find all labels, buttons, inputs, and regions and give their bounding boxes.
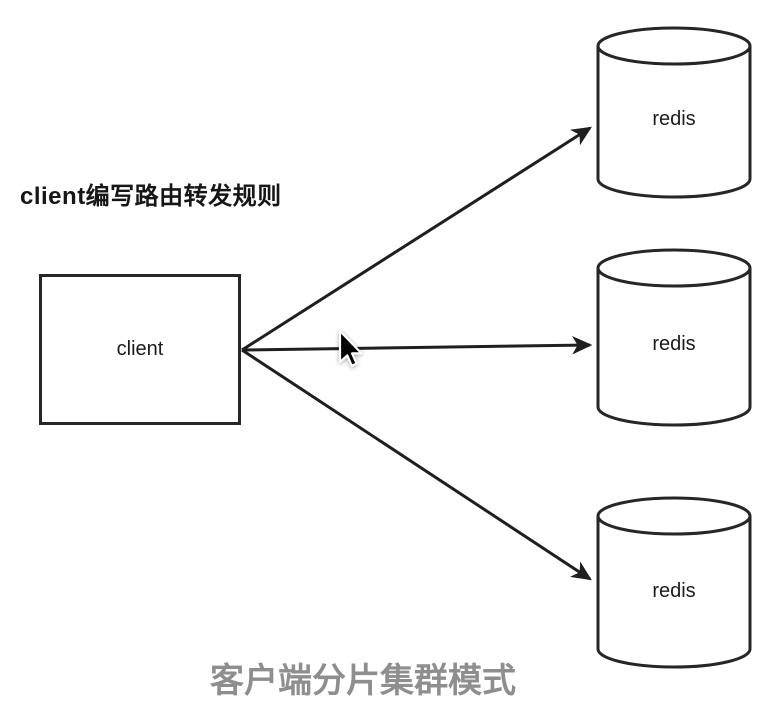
arrow-group (241, 126, 593, 581)
arrow-client-to-redis-3 (241, 348, 592, 581)
mouse-cursor-icon (338, 330, 363, 367)
redis-cylinder-2 (596, 248, 752, 427)
redis-cylinder-1 (596, 26, 752, 199)
client-label: client (116, 338, 164, 360)
client-box: client (39, 274, 241, 425)
diagram-caption: 客户端分片集群模式 (210, 662, 516, 700)
arrow-client-to-redis-2 (241, 336, 593, 355)
redis-cylinder-3 (596, 496, 752, 669)
annotation-routing-rule: client编写路由转发规则 (20, 183, 282, 210)
redis-label-1: redis (652, 108, 696, 130)
redis-label-2: redis (652, 333, 696, 355)
redis-label-3: redis (652, 580, 696, 602)
arrow-client-to-redis-1 (241, 126, 592, 352)
